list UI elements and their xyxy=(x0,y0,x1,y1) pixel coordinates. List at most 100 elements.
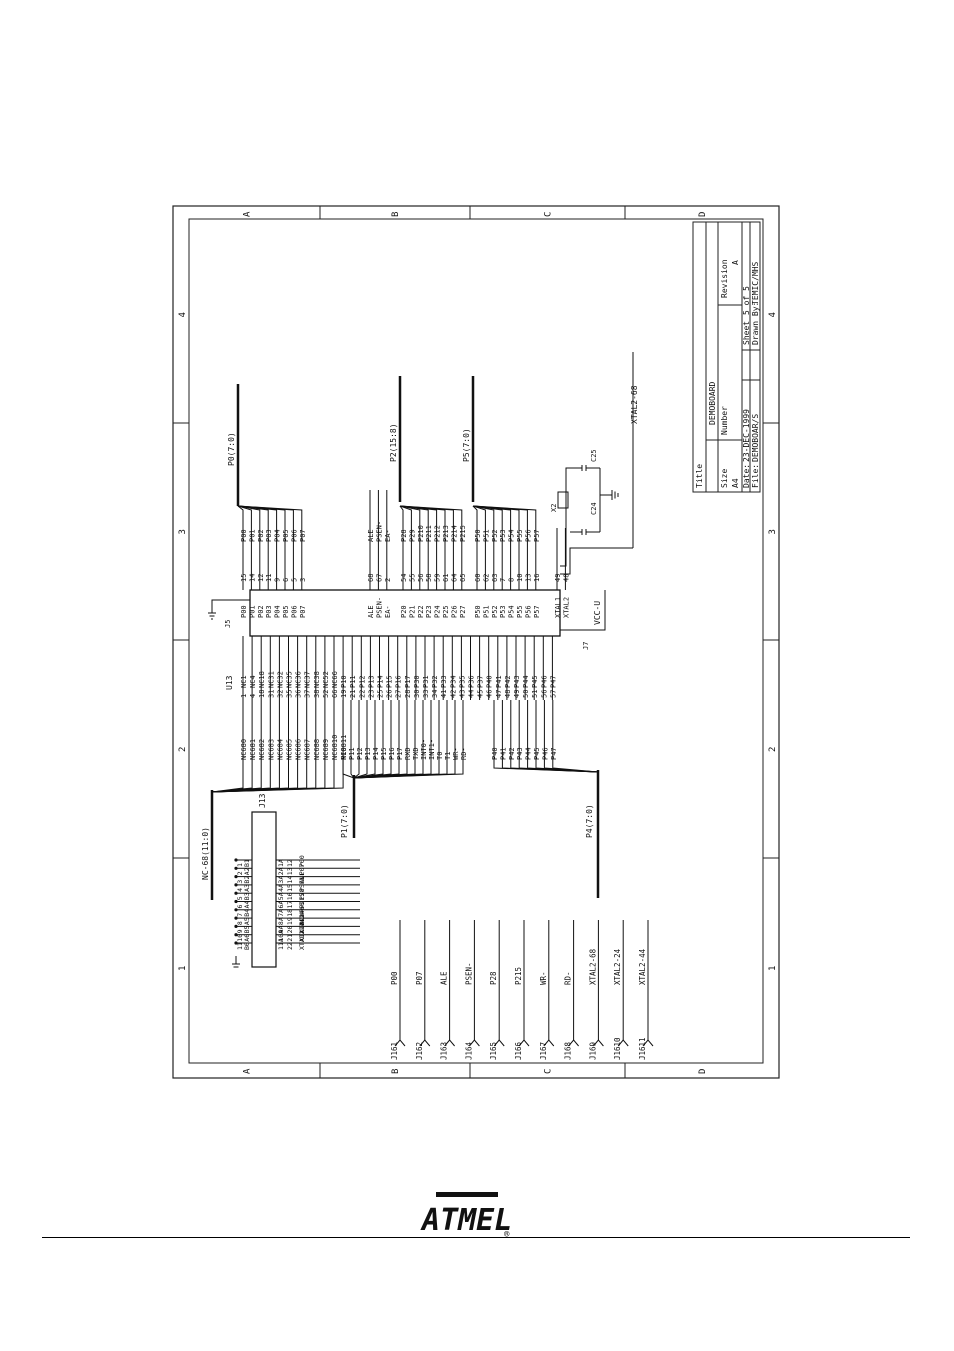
connector-pin-dot xyxy=(234,899,238,904)
connector-body xyxy=(251,811,277,968)
connector-pin-net: P28 xyxy=(298,888,306,900)
zone-label-row: C xyxy=(544,1069,554,1074)
bus-entry-wire xyxy=(237,505,252,528)
bus-entry-label: NC683 xyxy=(267,739,275,760)
test-point-net: PSEN- xyxy=(464,962,473,985)
connector-pin-right-num: 16 xyxy=(286,892,294,900)
ic-pin-name: P33 xyxy=(440,675,448,688)
connector-pin-left-num: 2 xyxy=(236,871,244,875)
gnd-ref: J5 xyxy=(224,620,232,628)
connector-pin-left: A6 xyxy=(243,934,251,942)
ic-pin-name: NC66 xyxy=(331,671,339,688)
connector-pin-dot xyxy=(234,875,238,879)
ic-pin-name: P22 xyxy=(417,605,425,618)
test-point-symbol xyxy=(469,1039,480,1047)
ctl-entry-label: EA- xyxy=(384,529,392,542)
ic-pin-number: 35 xyxy=(286,690,294,698)
bus-entry-label: P28 xyxy=(400,529,408,542)
bus-entry-label: P40 xyxy=(491,747,499,760)
ic-pin-number: 48 xyxy=(562,574,570,582)
bus-entry-label: P53 xyxy=(499,529,507,542)
ic-pin-number: 58 xyxy=(425,574,433,582)
ic-pin-number: 5 xyxy=(290,578,298,582)
connector-pin-net: P07 xyxy=(298,863,306,875)
bus-entry-label: P11 xyxy=(348,747,356,760)
bus-entry-wire xyxy=(353,700,416,779)
test-point-ref: J165 xyxy=(489,1042,498,1060)
bus-entry-label: P15 xyxy=(380,747,388,760)
zone-label-row: D xyxy=(698,212,708,217)
connector-pin-dot xyxy=(234,916,238,920)
test-point-symbol xyxy=(593,1039,604,1047)
bus-entry-wire xyxy=(353,700,368,779)
connector-pin-left-num: 8 xyxy=(236,921,244,925)
ic-pin-name: P55 xyxy=(516,605,524,618)
vcc-ref: J7 xyxy=(582,642,590,650)
test-point-ref: J163 xyxy=(440,1042,449,1060)
test-point-symbol xyxy=(617,1039,629,1047)
ic-pin-number: 49 xyxy=(513,690,521,698)
ic-pin-number: 51 xyxy=(531,690,539,698)
bus-entry-label: P03 xyxy=(265,529,273,542)
ic-pin-name: P36 xyxy=(468,675,476,688)
ic-pin-number: 6 xyxy=(282,578,290,582)
bus-entry-wire xyxy=(353,700,400,779)
title-value: DEMOBOARD xyxy=(708,381,717,425)
connector-ground xyxy=(232,956,240,968)
crystal-label: X2 xyxy=(550,504,558,512)
bus-entry-wire xyxy=(237,505,303,528)
connector-pin-left-num: 7 xyxy=(236,913,244,917)
bus-entry-label: P57 xyxy=(533,529,541,542)
connector-pin-right: 5A xyxy=(277,892,285,900)
ic-pin-number: 11 xyxy=(265,574,273,582)
connector-pin-left-num: 9 xyxy=(236,929,244,933)
ic-pin-number: 42 xyxy=(449,690,457,698)
ic-pin-number: 25 xyxy=(377,690,385,698)
test-point-ref: J164 xyxy=(464,1041,473,1060)
ic-pin-number: 12 xyxy=(257,574,265,582)
test-point-ref: J161 xyxy=(390,1042,399,1060)
connector-pin-dot xyxy=(234,924,238,929)
atmel-logo: ATMEL ® xyxy=(420,1192,512,1240)
bus-entry-label: P02 xyxy=(257,529,265,542)
bus-entry-wire xyxy=(527,700,599,773)
bus-entry-label: P214 xyxy=(450,525,458,542)
ic-pin-name: NC32 xyxy=(276,671,284,688)
test-point-net: P28 xyxy=(489,971,498,985)
ic-pin-number: 47 xyxy=(495,690,503,698)
bus-entry-label: P10 xyxy=(340,747,348,760)
bus-entry-wire xyxy=(399,505,412,528)
number-label: Number xyxy=(720,406,729,435)
connector-pin-left: A2 xyxy=(243,867,251,875)
ic-pin-name: P35 xyxy=(458,675,466,688)
inner-frame xyxy=(188,218,764,1064)
bus-entry-label: P29 xyxy=(408,529,416,542)
ic-pin-number: 48 xyxy=(504,690,512,698)
ic-pin-number: 67 xyxy=(375,574,383,582)
size-label: Size xyxy=(720,469,729,488)
ic-pin-number: 56 xyxy=(417,574,425,582)
zone-label-row: C xyxy=(544,212,554,217)
bus-entry-wire xyxy=(493,700,599,773)
bus-entry-label: P46 xyxy=(541,747,549,760)
ic-pin-name: NC4 xyxy=(249,675,257,688)
test-points: P00J161P07J162ALEJ163PSEN-J164P28J165P21… xyxy=(390,920,654,1060)
ic-pin-number: 57 xyxy=(549,690,557,698)
ic-pin-number: 2 xyxy=(384,578,392,582)
test-point-symbol xyxy=(444,1039,455,1047)
bus-entry-label: P07 xyxy=(299,529,307,542)
ic-pin-name: P26 xyxy=(450,605,458,618)
bus-entry-wire xyxy=(552,700,599,773)
zone-label-col: 4 xyxy=(768,312,778,317)
ic-pin-number: 63 xyxy=(491,574,499,582)
bus-entry-label: NC684 xyxy=(276,739,284,760)
title-label: Title xyxy=(695,464,704,488)
bus-entry-wire xyxy=(353,700,392,779)
connector-pin-left-num: 1 xyxy=(236,863,244,867)
ic-pin-name: P13 xyxy=(367,675,375,688)
ic-pin-number: 33 xyxy=(422,690,430,698)
ic-pin-name: EA- xyxy=(384,605,392,618)
title-block: Title DEMOBOARD Size A4 Number Revision … xyxy=(692,221,761,493)
zone-label-row: A xyxy=(243,211,253,217)
zone-label-col: 2 xyxy=(768,747,778,752)
